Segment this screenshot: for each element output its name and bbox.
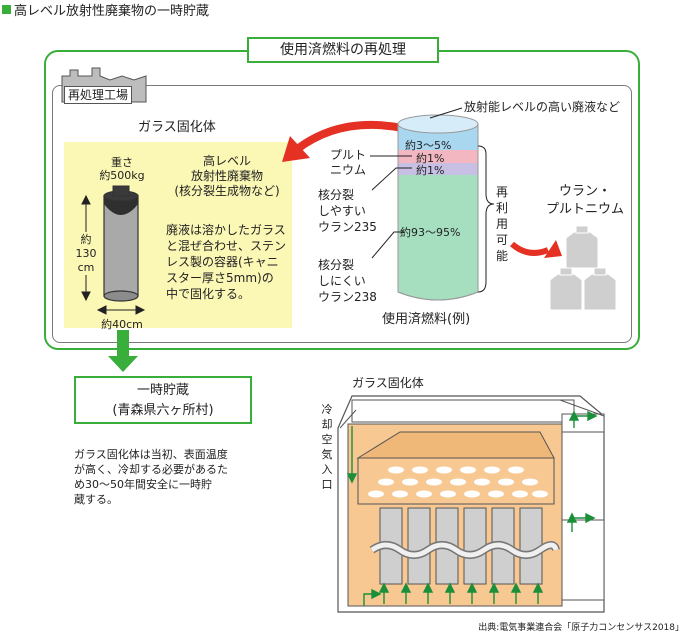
air-inlet-char: 空 bbox=[321, 433, 333, 446]
air-inlet-char: 入 bbox=[321, 463, 333, 476]
u235-line: ウラン235 bbox=[318, 220, 377, 234]
reuse-char: 利 bbox=[495, 201, 508, 215]
uranium-plutonium-line-2: プルトニウム bbox=[545, 202, 624, 217]
pct-pu: 約1% bbox=[416, 152, 445, 165]
pct-top: 約3～5% bbox=[405, 139, 452, 152]
facility-label: ガラス固化体 bbox=[352, 376, 424, 390]
u235-label: 核分裂 しやすい ウラン235 bbox=[318, 187, 377, 235]
u238-line: 核分裂 bbox=[318, 258, 355, 272]
u238-label: 核分裂 しにくい ウラン238 bbox=[318, 257, 377, 305]
fuel-caption: 使用済燃料(例) bbox=[382, 312, 471, 327]
u238-line: しにくい bbox=[318, 274, 366, 288]
storage-location: (青森県六ヶ所村) bbox=[112, 403, 214, 418]
glass-desc-line: と混ぜ合わせ、ステン bbox=[166, 239, 287, 253]
storage-holes bbox=[368, 466, 548, 498]
weight-label: 重さ bbox=[111, 156, 133, 169]
air-inlet-char: 気 bbox=[321, 448, 333, 461]
hlw-line-1: 高レベル bbox=[202, 154, 251, 168]
air-inlet-char: 口 bbox=[321, 478, 333, 491]
storage-desc-line: 蔵する。 bbox=[74, 493, 118, 506]
pu-label-2: ニウム bbox=[330, 163, 367, 177]
storage-desc-line: が高く、冷却する必要があるた bbox=[74, 463, 228, 476]
height-label-1: 約 bbox=[74, 232, 98, 247]
reuse-char: 再 bbox=[495, 185, 508, 199]
glass-description: 廃液は溶かしたガラス と混ぜ合わせ、ステン レス製の容器(キャニ スター厚さ5m… bbox=[166, 222, 286, 302]
fuel-top-label: 放射能レベルの高い廃液など bbox=[464, 100, 621, 114]
reuse-char: 可 bbox=[495, 233, 508, 247]
glass-desc-line: スター厚さ5mm)の bbox=[166, 271, 274, 285]
canister-icon bbox=[103, 185, 139, 302]
storage-title: 一時貯蔵 bbox=[136, 383, 189, 398]
air-inlet-char: 冷 bbox=[321, 403, 333, 416]
glass-title: ガラス固化体 bbox=[138, 120, 216, 135]
pct-u235: 約1% bbox=[416, 164, 445, 177]
u235-line: 核分裂 bbox=[318, 188, 355, 202]
factory-label: 再処理工場 bbox=[64, 86, 133, 104]
weight-value: 約500kg bbox=[99, 169, 145, 182]
glass-desc-line: 中で固化する。 bbox=[166, 287, 251, 301]
heading-marker-icon bbox=[2, 5, 11, 14]
storage-box: 一時貯蔵 (青森県六ヶ所村) bbox=[74, 376, 252, 424]
air-inlet-label: 冷 却 空 気 入 口 bbox=[320, 402, 334, 492]
reprocessing-title: 使用済燃料の再処理 bbox=[247, 37, 439, 63]
hlw-line-2: 放射性廃棄物 bbox=[190, 169, 263, 183]
reuse-char: 能 bbox=[495, 249, 508, 263]
source-credit: 出典:電気事業連合会「原子力コンセンサス2018」 bbox=[478, 623, 684, 633]
glass-panel bbox=[64, 142, 292, 328]
width-label: 約40cm bbox=[101, 318, 143, 331]
storage-desc-line: め30～50年間安全に一時貯 bbox=[74, 478, 212, 491]
glass-desc-line: レス製の容器(キャニ bbox=[166, 255, 279, 269]
u238-line: ウラン238 bbox=[318, 290, 377, 304]
page-heading: 高レベル放射性廃棄物の一時貯蔵 bbox=[2, 0, 209, 19]
uranium-plutonium-icon bbox=[549, 225, 617, 311]
u235-line: しやすい bbox=[318, 204, 366, 218]
height-label-2: 130 bbox=[70, 246, 102, 261]
factory-frame bbox=[52, 85, 632, 343]
glass-desc-line: 廃液は溶かしたガラス bbox=[166, 223, 286, 237]
leader-lines bbox=[370, 107, 495, 293]
pct-u238: 約93～95% bbox=[400, 226, 461, 239]
reuse-label: 再 利 用 可 能 bbox=[494, 184, 510, 264]
air-inlet-char: 却 bbox=[321, 418, 333, 431]
reuse-arrow bbox=[510, 240, 562, 258]
reuse-char: 用 bbox=[495, 217, 508, 231]
height-label-3: cm bbox=[74, 260, 98, 275]
storage-description: ガラス固化体は当初、表面温度 が高く、冷却する必要があるた め30～50年間安全… bbox=[74, 447, 274, 507]
hlw-line-3: (核分裂生成物など) bbox=[174, 184, 280, 198]
waste-to-glass-arrow bbox=[282, 120, 403, 162]
cooling-air-arrows bbox=[346, 410, 598, 606]
pu-label-1: プルト bbox=[330, 148, 367, 162]
heading-text: 高レベル放射性廃棄物の一時貯蔵 bbox=[14, 4, 210, 19]
fuel-cylinder bbox=[397, 114, 479, 301]
storage-tubes bbox=[369, 507, 560, 585]
uranium-plutonium-line-1: ウラン・ bbox=[558, 184, 611, 199]
to-storage-arrow bbox=[108, 330, 138, 372]
storage-desc-line: ガラス固化体は当初、表面温度 bbox=[74, 448, 228, 461]
